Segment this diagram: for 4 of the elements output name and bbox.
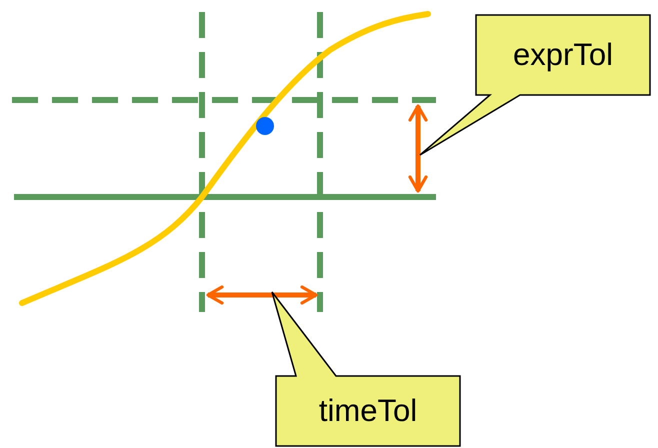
callout-label: exprTol (512, 36, 614, 74)
callout-bubble (270, 290, 462, 448)
callout-label: timeTol (318, 392, 418, 430)
callout-bubble (418, 13, 652, 157)
